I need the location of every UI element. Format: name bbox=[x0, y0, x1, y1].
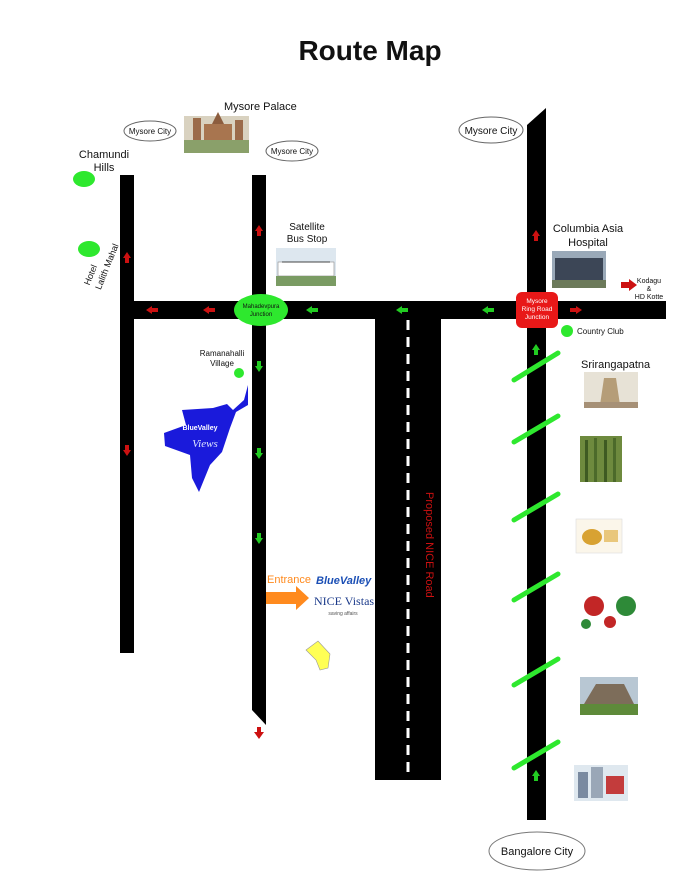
mysore-city-right: Mysore City bbox=[465, 126, 518, 137]
arrow-left-icon bbox=[396, 306, 408, 314]
nice-vistas-brand: NICE Vistas bbox=[314, 594, 374, 608]
page-title: Route Map bbox=[298, 35, 441, 66]
arrow-left-icon bbox=[306, 306, 318, 314]
mysore-pak-image bbox=[575, 518, 623, 554]
central-road bbox=[252, 175, 266, 710]
crossing-bar bbox=[511, 656, 561, 688]
mysore-city-top-left-bubble bbox=[123, 120, 177, 142]
arrow-left-icon bbox=[203, 306, 215, 314]
ramanahalli-label-2: Village bbox=[210, 359, 234, 368]
crossing-bar bbox=[511, 413, 561, 445]
left-road bbox=[120, 175, 134, 653]
mysore-city-mid: Mysore City bbox=[271, 147, 313, 156]
city-buildings-image bbox=[574, 765, 628, 801]
right-road bbox=[527, 125, 546, 820]
arrow-down-icon bbox=[123, 445, 131, 456]
arrow-down-icon bbox=[255, 361, 263, 372]
satellite-bus-image bbox=[276, 248, 336, 286]
arrow-up-icon bbox=[123, 252, 131, 263]
mahadevpura-junction bbox=[234, 294, 288, 326]
location-pointer bbox=[305, 640, 331, 671]
nice-road-label: Proposed NICE Road bbox=[423, 492, 435, 598]
left-road-top bbox=[120, 175, 134, 200]
entrance-label: Entrance bbox=[267, 574, 311, 586]
arrow-down-icon bbox=[255, 448, 263, 459]
green-arrows bbox=[255, 306, 540, 781]
crossing-bars bbox=[511, 350, 561, 771]
mahadevpura-label-1: Mahadevpura bbox=[243, 304, 280, 310]
country-club-label: Country Club bbox=[577, 327, 624, 336]
arrow-left-icon bbox=[146, 306, 158, 314]
bangalore-city-label: Bangalore City bbox=[501, 846, 574, 858]
crossing-bar bbox=[511, 571, 561, 603]
arrow-up-icon bbox=[532, 230, 540, 241]
arrow-up-icon bbox=[255, 225, 263, 236]
mysore-palace-label: Mysore Palace bbox=[224, 101, 297, 113]
srirangapatna-label: Srirangapatna bbox=[581, 359, 651, 371]
crossing-bar bbox=[511, 739, 561, 771]
srirangapatna-temple-image bbox=[584, 372, 638, 408]
ramanahalli-label-1: Ramanahalli bbox=[200, 349, 245, 358]
ring-road-junction bbox=[516, 292, 558, 328]
ring-road-label-1: Mysore bbox=[526, 298, 548, 305]
ring-road-label-3: Junction bbox=[525, 314, 550, 321]
kodagu-arrow-icon bbox=[621, 279, 637, 291]
chamundi-hills-label-2: Hills bbox=[94, 162, 115, 174]
red-arrows bbox=[123, 225, 637, 739]
ring-road-label-2: Ring Road bbox=[522, 306, 553, 313]
sugarcane-image bbox=[580, 436, 622, 482]
satellite-bus-label-2: Bus Stop bbox=[287, 234, 328, 245]
mysore-city-mid-bubble bbox=[265, 140, 319, 162]
mysore-city-top-left: Mysore City bbox=[129, 127, 171, 136]
central-road-bottom bbox=[252, 710, 266, 725]
chamundi-hills-label-1: Chamundi bbox=[79, 149, 129, 161]
columbia-label-2: Hospital bbox=[568, 237, 608, 249]
hotel-lalith-marker bbox=[78, 241, 100, 257]
kodagu-label-3: HD Kotte bbox=[635, 294, 664, 301]
entrance-arrow-icon bbox=[266, 586, 309, 610]
chamundi-hills-marker bbox=[73, 171, 95, 187]
plot-brand-1: BlueValley bbox=[182, 425, 217, 432]
columbia-label-1: Columbia Asia bbox=[553, 223, 624, 235]
arrow-left-icon bbox=[482, 306, 494, 314]
nice-vistas-tagline: saving affairs bbox=[328, 611, 358, 617]
arrow-down-icon bbox=[255, 533, 263, 544]
arrow-down-icon bbox=[254, 727, 264, 739]
mysore-city-right-bubble bbox=[458, 116, 524, 144]
arrow-up-icon bbox=[532, 344, 540, 355]
mahadevpura-label-2: Junction bbox=[250, 312, 272, 318]
mysore-palace-image bbox=[184, 112, 249, 153]
kodagu-label-2: & bbox=[647, 286, 652, 293]
toys-image bbox=[581, 596, 636, 629]
blue-valley-plot bbox=[164, 385, 248, 492]
bangalore-city-bubble bbox=[488, 831, 586, 871]
arrow-up-icon bbox=[532, 770, 540, 781]
plot-brand-2: Views bbox=[192, 438, 217, 450]
right-road-top bbox=[527, 108, 546, 125]
columbia-hospital-image bbox=[552, 251, 606, 288]
country-club-marker bbox=[561, 325, 573, 337]
crossing-bar bbox=[511, 350, 561, 383]
crossing-bar bbox=[511, 491, 561, 523]
ramanahalli-marker bbox=[234, 368, 244, 378]
arrow-right-icon bbox=[570, 306, 582, 314]
hill-image bbox=[580, 677, 638, 715]
kodagu-label-1: Kodagu bbox=[637, 278, 661, 285]
satellite-bus-label-1: Satellite bbox=[289, 222, 325, 233]
blue-valley-brand: BlueValley bbox=[316, 575, 372, 587]
